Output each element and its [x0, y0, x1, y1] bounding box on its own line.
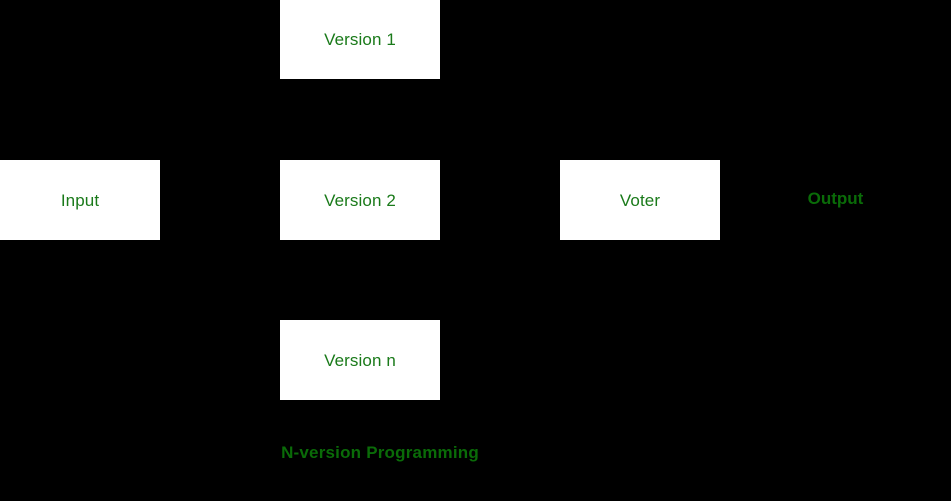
node-box-version-1[interactable]: Version 1 [280, 0, 440, 79]
edge-version-1-to-voter [440, 39, 560, 205]
edge-input-to-version-1 [160, 35, 280, 201]
node-box-version-2[interactable]: Version 2 [280, 160, 440, 240]
node-box-voter[interactable]: Voter [560, 160, 720, 240]
output-label: Output [807, 189, 864, 208]
node-label-version-1: Version 1 [324, 30, 396, 49]
node-box-input[interactable]: Input [0, 160, 160, 240]
node-label-version-2: Version 2 [324, 190, 396, 210]
diagram-caption: N-version Programming [281, 443, 479, 462]
node-label-voter: Voter [619, 190, 661, 210]
node-box-version-n[interactable]: Version n [280, 320, 440, 400]
edge-version-n-to-voter [440, 195, 560, 361]
edge-input-to-version-n [160, 199, 280, 365]
node-label-input: Input [60, 190, 100, 210]
node-label-version-n: Version n [324, 350, 396, 370]
